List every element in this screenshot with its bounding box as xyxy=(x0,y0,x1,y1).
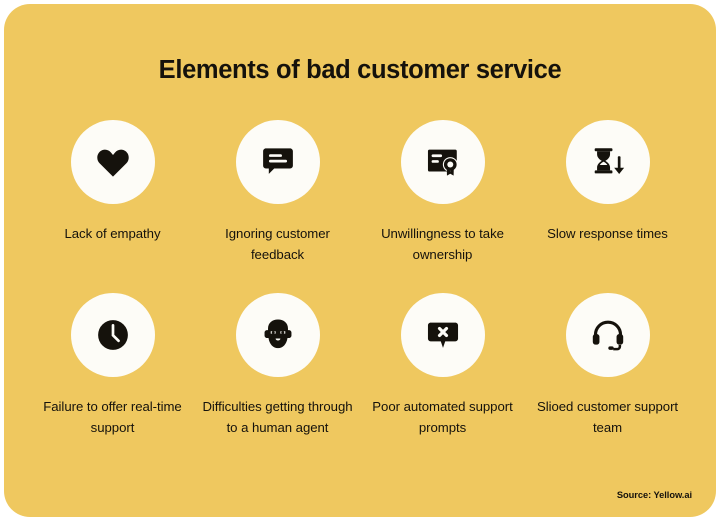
heart-icon xyxy=(70,120,155,204)
hourglass-down-arrow-icon xyxy=(565,120,650,204)
page-title: Elements of bad customer service xyxy=(158,56,562,84)
chat-bubble-x-icon xyxy=(400,293,485,377)
element-cell-siloed-support-team: Slioed customer support team xyxy=(525,293,690,438)
chat-bubble-lines-icon xyxy=(235,120,320,204)
element-cell-reaching-human-agent: Difficulties getting through to a human … xyxy=(195,293,360,438)
element-cell-poor-automated-prompts: Poor automated support prompts xyxy=(360,293,525,438)
element-label: Slow response times xyxy=(547,226,668,241)
element-cell-slow-response: Slow response times xyxy=(525,120,690,265)
elements-row-1: Lack of empathy Ignoring customer feedba… xyxy=(30,120,690,265)
source-attribution: Source: Yellow.ai xyxy=(616,490,692,500)
element-label: Slioed customer support team xyxy=(536,399,679,435)
elements-row-2: Failure to offer real-time support Diffi… xyxy=(30,293,690,438)
element-cell-no-realtime-support: Failure to offer real-time support xyxy=(30,293,195,438)
clock-icon xyxy=(70,293,155,377)
infographic-card: Elements of bad customer service Lack of… xyxy=(4,4,716,517)
element-cell-ignoring-feedback: Ignoring customer feedback xyxy=(195,120,360,265)
element-cell-unwillingness-ownership: Unwillingness to take ownership xyxy=(360,120,525,265)
element-label: Ignoring customer feedback xyxy=(225,226,330,262)
headset-icon xyxy=(565,293,650,377)
element-label: Failure to offer real-time support xyxy=(43,399,182,435)
bearded-agent-headset-icon xyxy=(235,293,320,377)
element-label: Lack of empathy xyxy=(64,226,161,241)
certificate-award-icon xyxy=(400,120,485,204)
element-label: Poor automated support prompts xyxy=(372,399,513,435)
element-cell-lack-of-empathy: Lack of empathy xyxy=(30,120,195,265)
element-label: Difficulties getting through to a human … xyxy=(202,399,353,435)
element-label: Unwillingness to take ownership xyxy=(381,226,504,262)
